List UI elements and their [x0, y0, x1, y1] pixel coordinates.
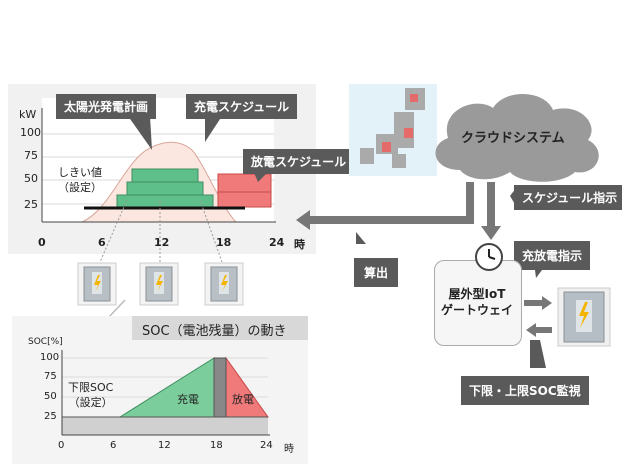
- schedule-instruction-callout: スケジュール指示: [514, 185, 622, 210]
- charge-discharge-instruction-callout: 充放電指示: [514, 241, 591, 270]
- soc-monitoring-callout: 下限・上限SOC監視: [461, 376, 589, 405]
- storage-battery-icon: [557, 287, 611, 347]
- solar-plan-callout: 太陽光発電計画: [56, 94, 157, 119]
- x-tick-18: 18: [216, 236, 232, 249]
- soc-lower-limit-line1: 下限SOC: [68, 381, 114, 394]
- x-tick-0: 0: [38, 236, 46, 249]
- discharge-schedule-callout: 放電スケジュール: [243, 149, 355, 174]
- soc-y-tick-100: 100: [40, 352, 60, 363]
- x-tick-6: 6: [98, 236, 106, 249]
- soc-y-tick-50: 50: [44, 391, 57, 402]
- y-tick-25: 25: [24, 198, 38, 211]
- threshold-label-line2: （設定）: [58, 181, 102, 194]
- battery-unit-icon: [77, 262, 117, 306]
- clock-icon: [475, 243, 503, 271]
- threshold-label-line1: しきい値: [58, 166, 102, 179]
- soc-lower-limit-area: [62, 417, 268, 435]
- soc-x-tick-24: 24: [260, 440, 273, 451]
- battery-unit-icon: [139, 262, 179, 306]
- soc-discharge-label: 放電: [232, 393, 254, 406]
- y-tick-75: 75: [24, 149, 38, 162]
- iot-gateway-box: [434, 260, 522, 346]
- iot-gateway-label: 屋外型IoT ゲートウェイ: [434, 286, 520, 318]
- soc-x-tick-0: 0: [58, 440, 65, 451]
- y-tick-50: 50: [24, 172, 38, 185]
- charge-schedule-callout: 充電スケジュール: [186, 94, 298, 119]
- soc-x-axis-unit: 時: [284, 444, 294, 455]
- soc-x-tick-18: 18: [210, 440, 223, 451]
- y-axis-unit: kW: [19, 108, 37, 121]
- soc-y-tick-75: 75: [44, 371, 57, 382]
- x-tick-24: 24: [269, 236, 285, 249]
- cloud-system-label: クラウドシステム: [461, 131, 565, 146]
- soc-lower-limit-line2: （設定）: [68, 396, 113, 409]
- battery-unit-icon: [204, 262, 244, 306]
- soc-x-tick-6: 6: [110, 440, 117, 451]
- soc-y-axis-label: SOC[%]: [28, 337, 63, 347]
- iot-gateway-line2: ゲートウェイ: [440, 303, 513, 317]
- charge-block-top: [131, 168, 199, 183]
- soc-charge-label: 充電: [177, 393, 199, 406]
- soc-x-tick-12: 12: [158, 440, 171, 451]
- threshold-label: しきい値 （設定）: [58, 165, 102, 195]
- soc-y-tick-25: 25: [44, 411, 57, 422]
- iot-gateway-line1: 屋外型IoT: [448, 287, 506, 301]
- calculation-callout: 算出: [354, 258, 399, 287]
- y-tick-100: 100: [20, 126, 41, 139]
- soc-lower-limit-label: 下限SOC （設定）: [68, 380, 113, 410]
- soc-chart-panel: [12, 316, 308, 464]
- soc-chart-title: SOC（電池残量）の動き: [142, 324, 287, 339]
- x-tick-12: 12: [154, 236, 170, 249]
- x-axis-unit: 時: [294, 238, 305, 251]
- soc-title-bar: [132, 316, 308, 340]
